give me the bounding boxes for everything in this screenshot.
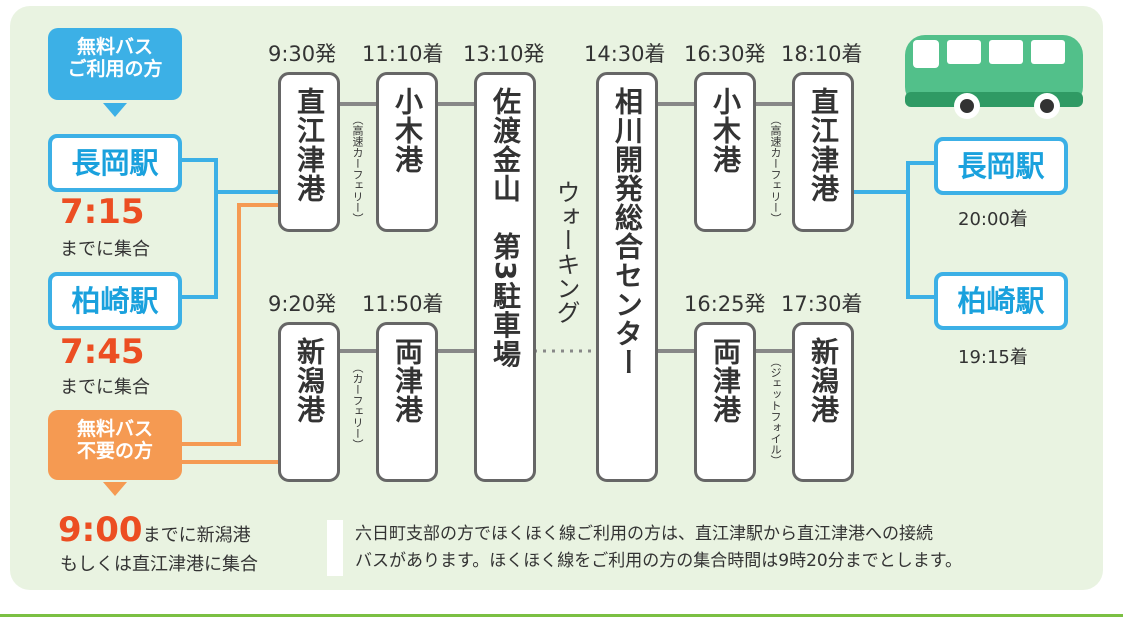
stop-label: 佐渡金山 第3駐車場 bbox=[489, 87, 522, 369]
time-label: 16:30発 bbox=[684, 42, 766, 66]
stop-label: 相川開発総合センター bbox=[611, 87, 644, 377]
meeting-niigata-suffix: までに新潟港 bbox=[142, 525, 251, 546]
meeting-niigata: 9:00までに新潟港 bbox=[58, 510, 251, 550]
meeting-time-nagaoka: 7:15 bbox=[60, 192, 145, 232]
time-label: 9:30発 bbox=[268, 42, 337, 66]
arrival-nagaoka: 20:00着 bbox=[958, 209, 1028, 230]
stop-label: 小木港 bbox=[391, 87, 424, 174]
stop-label: 新潟港 bbox=[293, 337, 326, 424]
station-nagaoka-left: 長岡駅 bbox=[48, 134, 182, 192]
free-bus-badge: 無料バス ご利用の方 bbox=[48, 28, 182, 100]
stop-aikawa-center: 相川開発総合センター bbox=[596, 72, 658, 482]
time-label: 17:30着 bbox=[781, 292, 863, 316]
stop-label: 両津港 bbox=[709, 337, 742, 424]
stop-naoetsu-port-out: 直江津港 bbox=[278, 72, 340, 232]
stop-label: 直江津港 bbox=[807, 87, 840, 203]
vessel-label: （カーフェリー） bbox=[351, 362, 364, 450]
meeting-time-niigata: 9:00 bbox=[58, 510, 143, 550]
meeting-suffix-nagaoka: までに集合 bbox=[60, 239, 150, 260]
time-label: 11:50着 bbox=[362, 292, 444, 316]
vessel-label: （高速カーフェリー） bbox=[769, 114, 782, 224]
time-label: 14:30着 bbox=[584, 42, 666, 66]
stop-ryotsu-port-out: 両津港 bbox=[694, 322, 756, 482]
no-bus-badge: 無料バス 不要の方 bbox=[48, 410, 182, 480]
vessel-label: （ジェットフォイル） bbox=[769, 356, 782, 466]
meeting-time-kashiwazaki: 7:45 bbox=[60, 332, 145, 372]
time-label: 16:25発 bbox=[684, 292, 766, 316]
stop-niigata-port-in: 新潟港 bbox=[792, 322, 854, 482]
triangle-down-icon bbox=[103, 482, 127, 496]
note-line1: 六日町支部の方でほくほく線ご利用の方は、直江津駅から直江津港への接続 bbox=[355, 524, 933, 544]
stop-ryotsu-port-in: 両津港 bbox=[376, 322, 438, 482]
time-label: 9:20発 bbox=[268, 292, 337, 316]
stop-niigata-port-out: 新潟港 bbox=[278, 322, 340, 482]
station-nagaoka-right: 長岡駅 bbox=[934, 137, 1068, 195]
stop-ogi-port-in: 小木港 bbox=[376, 72, 438, 232]
time-label: 11:10着 bbox=[362, 42, 444, 66]
divider-line bbox=[0, 614, 1123, 617]
time-label: 13:10発 bbox=[463, 42, 545, 66]
walking-label: ウォーキング bbox=[552, 180, 580, 324]
stop-label: 小木港 bbox=[709, 87, 742, 174]
triangle-down-icon bbox=[103, 103, 127, 117]
time-label: 18:10着 bbox=[781, 42, 863, 66]
stop-label: 両津港 bbox=[391, 337, 424, 424]
vessel-label: （高速カーフェリー） bbox=[351, 114, 364, 224]
arrival-kashiwazaki: 19:15着 bbox=[958, 347, 1028, 368]
stop-naoetsu-port-in: 直江津港 bbox=[792, 72, 854, 232]
station-kashiwazaki-right: 柏崎駅 bbox=[934, 272, 1068, 330]
stop-label: 新潟港 bbox=[807, 337, 840, 424]
stop-sado-kinzan: 佐渡金山 第3駐車場 bbox=[474, 72, 536, 482]
bus-icon bbox=[905, 35, 1083, 119]
stop-ogi-port-out: 小木港 bbox=[694, 72, 756, 232]
stop-label: 直江津港 bbox=[293, 87, 326, 203]
note-line2: バスがあります。ほくほく線をご利用の方の集合時間は9時20分までとします。 bbox=[355, 551, 963, 571]
meeting-niigata-line2: もしくは直江津港に集合 bbox=[60, 554, 258, 575]
note-bar bbox=[327, 520, 343, 576]
meeting-suffix-kashiwazaki: までに集合 bbox=[60, 377, 150, 398]
station-kashiwazaki-left: 柏崎駅 bbox=[48, 272, 182, 330]
